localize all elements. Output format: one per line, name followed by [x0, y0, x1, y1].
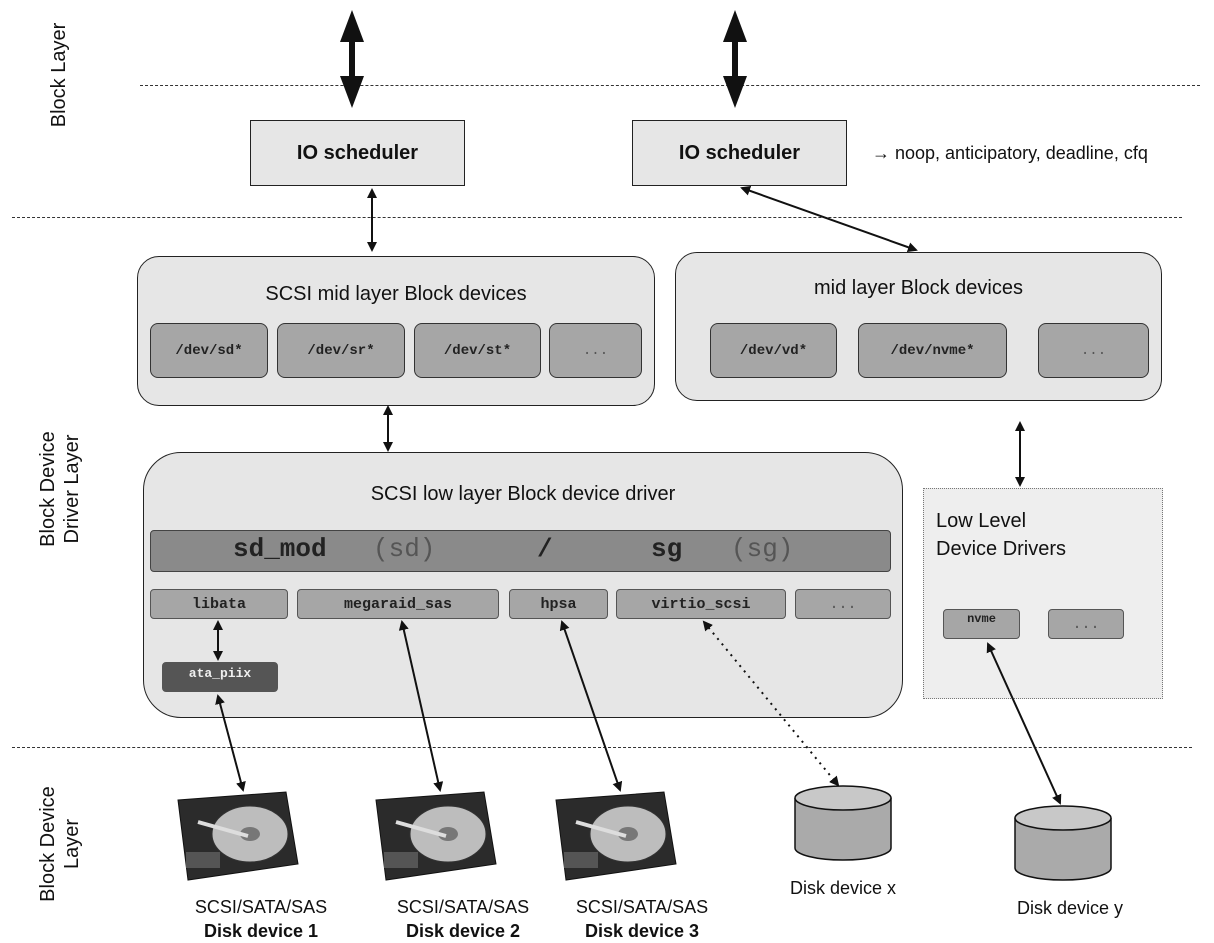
disk-label-3: SCSI/SATA/SAS Disk device 3 — [557, 895, 727, 943]
driver-virtio-scsi: virtio_scsi — [616, 589, 786, 619]
slash-separator: / — [537, 534, 553, 564]
driver-ata-piix: ata_piix — [162, 662, 278, 692]
mid-layer-title: mid layer Block devices — [814, 277, 1023, 299]
scsi-low-layer-title: SCSI low layer Block device driver — [370, 483, 676, 505]
driver-libata: libata — [150, 589, 288, 619]
sd-mod-sg-bar: sd_mod (sd) / sg (sg) — [150, 530, 891, 572]
arrow-hpsa-disk3 — [559, 620, 623, 792]
dev-st: /dev/st* — [414, 323, 541, 378]
hard-disk-icon — [177, 791, 299, 881]
cylinder-disk-icon — [794, 785, 892, 861]
arrow-megaraid-disk2 — [398, 620, 444, 792]
disk-type: SCSI/SATA/SAS — [575, 897, 709, 917]
driver-more-low-level: ... — [1048, 609, 1124, 639]
sg-alias: (sg) — [731, 534, 794, 564]
hard-disk-icon — [555, 791, 677, 881]
arrow-ata-piix-disk1 — [215, 694, 246, 792]
disk-label-2: SCSI/SATA/SAS Disk device 2 — [378, 895, 548, 943]
disk-label-x: Disk device x — [789, 878, 897, 898]
disk-label-1: SCSI/SATA/SAS Disk device 1 — [176, 895, 346, 943]
dev-more-mid: ... — [1038, 323, 1149, 378]
scheduler-note: → noop, anticipatory, deadline, cfq — [872, 143, 1148, 163]
driver-megaraid-sas: megaraid_sas — [297, 589, 499, 619]
arrow-virtio-diskx — [702, 620, 840, 787]
io-scheduler-right: IO scheduler — [632, 120, 847, 186]
cylinder-disk-icon — [1014, 805, 1112, 881]
dev-nvme: /dev/nvme* — [858, 323, 1007, 378]
arrow-scheduler-mid — [740, 185, 918, 253]
separator-line — [140, 85, 1200, 86]
big-arrow-left — [340, 10, 364, 108]
disk-name: Disk device 3 — [584, 921, 700, 941]
dev-vd: /dev/vd* — [710, 323, 837, 378]
scsi-mid-layer-title: SCSI mid layer Block devices — [265, 283, 527, 305]
driver-nvme: nvme — [943, 609, 1020, 639]
disk-name: Disk device 1 — [203, 921, 319, 941]
io-scheduler-left: IO scheduler — [250, 120, 465, 186]
dev-more-scsi: ... — [549, 323, 642, 378]
sg-label: sg — [651, 534, 683, 564]
disk-label-y: Disk device y — [1016, 898, 1124, 918]
dev-sr: /dev/sr* — [277, 323, 405, 378]
sd-mod-label: sd_mod — [233, 534, 327, 564]
driver-hpsa: hpsa — [509, 589, 608, 619]
disk-type: SCSI/SATA/SAS — [194, 897, 328, 917]
hard-disk-icon — [375, 791, 497, 881]
separator-line — [12, 217, 1182, 218]
disk-name: Disk device 2 — [405, 921, 521, 941]
big-arrow-right — [723, 10, 747, 108]
driver-more: ... — [795, 589, 891, 619]
dev-sd: /dev/sd* — [150, 323, 268, 378]
disk-type: SCSI/SATA/SAS — [396, 897, 530, 917]
sd-mod-alias: (sd) — [373, 534, 436, 564]
arrow-nvme-disky — [986, 642, 1062, 805]
